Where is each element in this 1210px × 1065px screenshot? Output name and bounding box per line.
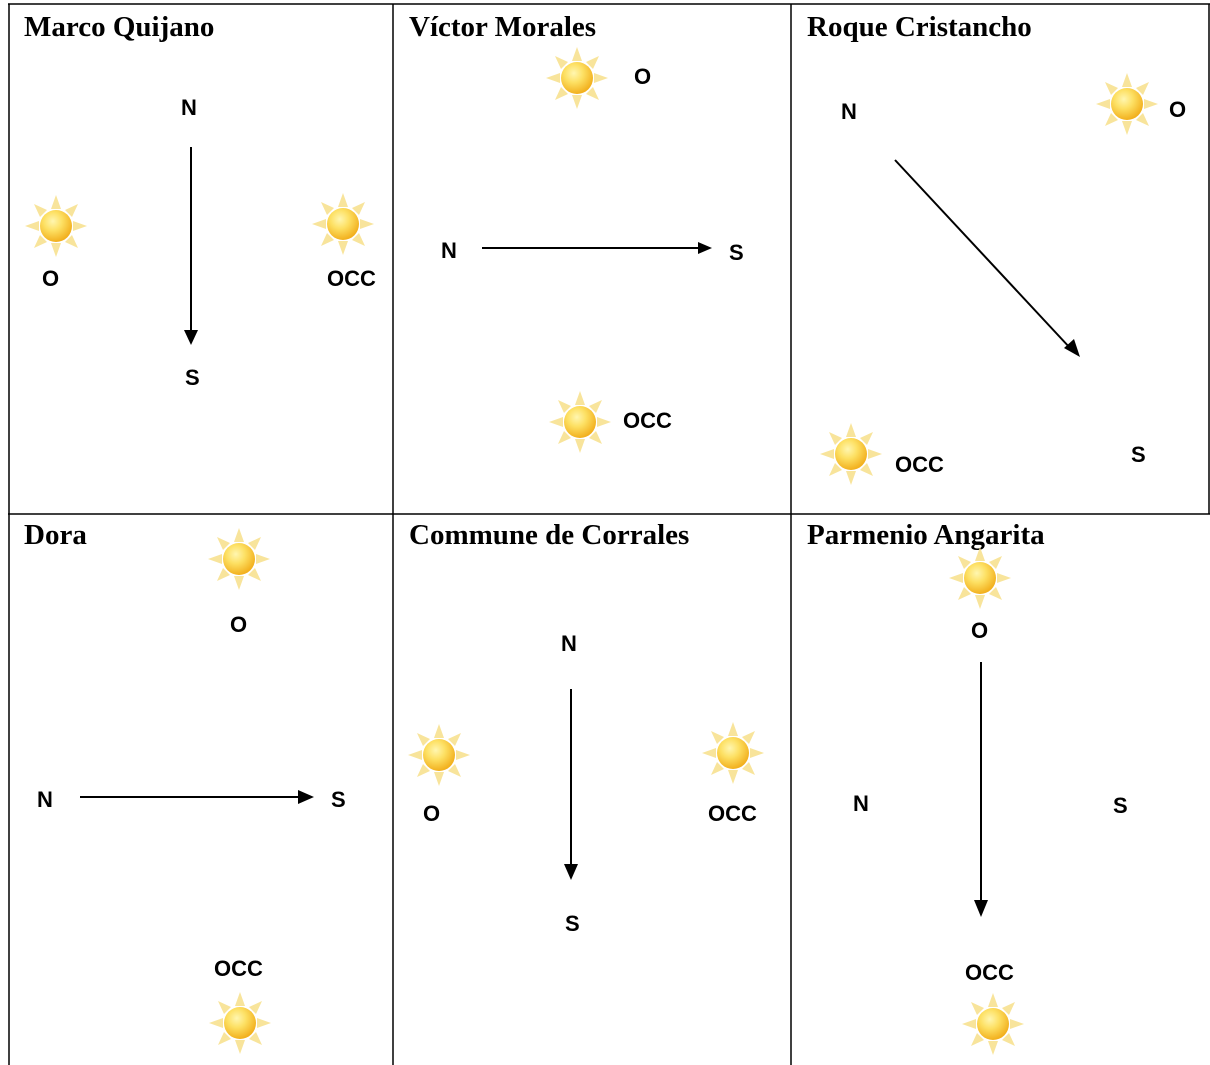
north-label: N <box>561 631 577 656</box>
west-label: OCC <box>708 801 757 826</box>
west-label: OCC <box>623 408 672 433</box>
sun-icon <box>820 423 882 485</box>
panel-commune-de-corrales: Commune de Corrales N S O OCC <box>408 519 764 936</box>
panel-victor-morales: Víctor Morales O N S OCC <box>409 11 744 453</box>
north-label: N <box>441 238 457 263</box>
arrow-head-icon <box>298 790 314 804</box>
panel-title: Parmenio Angarita <box>807 519 1045 551</box>
panel-title: Roque Cristancho <box>807 11 1032 43</box>
sun-icon <box>962 993 1024 1055</box>
sun-icon <box>408 724 470 786</box>
sun-icon <box>549 391 611 453</box>
sun-icon <box>702 722 764 784</box>
arrow-head-icon <box>974 900 988 917</box>
east-label: O <box>971 618 988 643</box>
sun-icon <box>1096 73 1158 135</box>
south-label: S <box>1131 442 1146 467</box>
west-label: OCC <box>895 452 944 477</box>
direction-arrow-line <box>894 159 1072 350</box>
arrow-head-icon <box>698 242 712 254</box>
sun-icon <box>312 193 374 255</box>
west-label: OCC <box>327 266 376 291</box>
north-label: N <box>37 787 53 812</box>
north-label: N <box>181 95 197 120</box>
table-grid <box>8 3 1210 1065</box>
arrow-head-icon <box>184 330 198 345</box>
panel-roque-cristancho: Roque Cristancho N O OCC S <box>807 11 1186 485</box>
east-label: O <box>423 801 440 826</box>
panel-dora: Dora O N S OCC <box>24 519 346 1054</box>
arrow-head-icon <box>564 864 578 880</box>
panel-title: Víctor Morales <box>409 11 596 43</box>
west-label: OCC <box>214 956 263 981</box>
east-label: O <box>1169 97 1186 122</box>
east-label: O <box>634 64 651 89</box>
south-label: S <box>1113 793 1128 818</box>
south-label: S <box>331 787 346 812</box>
arrow-head-icon <box>1064 339 1080 357</box>
sun-icon <box>949 547 1011 609</box>
sun-icon <box>25 195 87 257</box>
panel-title: Marco Quijano <box>24 11 214 43</box>
panel-title: Commune de Corrales <box>409 519 689 551</box>
panel-parmenio-angarita: Parmenio Angarita O N S OCC <box>807 519 1128 1055</box>
south-label: S <box>565 911 580 936</box>
east-label: O <box>230 612 247 637</box>
east-label: O <box>42 266 59 291</box>
sun-icon <box>546 47 608 109</box>
north-label: N <box>841 99 857 124</box>
panel-title: Dora <box>24 519 87 551</box>
south-label: S <box>729 240 744 265</box>
sun-icon <box>209 992 271 1054</box>
sun-icon <box>208 528 270 590</box>
west-label: OCC <box>965 960 1014 985</box>
panel-marco-quijano: Marco Quijano N S O OCC <box>24 11 376 390</box>
north-label: N <box>853 791 869 816</box>
south-label: S <box>185 365 200 390</box>
